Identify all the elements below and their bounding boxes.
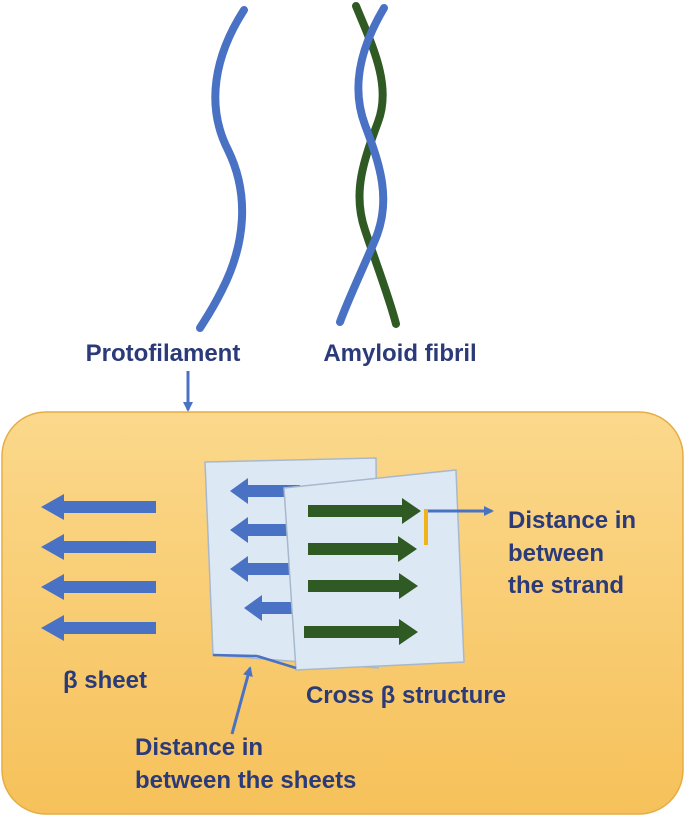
strand-distance-label-line2: between bbox=[508, 540, 604, 567]
sheet-distance-label-line2: between the sheets bbox=[135, 767, 356, 794]
beta-strand-arrow bbox=[41, 615, 156, 641]
amyloid-fibril-blue-strand bbox=[336, 4, 388, 326]
amyloid-fibril-green-strand bbox=[352, 2, 400, 328]
beta-sheet-arrows bbox=[41, 494, 156, 641]
back-sheet-strand-arrow bbox=[230, 517, 300, 543]
front-sheet-strand-arrow bbox=[308, 536, 417, 562]
back-sheet-strand-arrow bbox=[230, 556, 300, 582]
front-sheet-strand-arrow bbox=[308, 498, 421, 524]
sheet-spacing-line-front bbox=[256, 654, 297, 670]
front-sheet bbox=[283, 469, 465, 671]
front-sheet-strand-arrow bbox=[308, 573, 418, 599]
back-sheet-strand-arrow bbox=[244, 595, 300, 621]
protofilament-label: Protofilament bbox=[86, 340, 241, 367]
cross-beta-label: Cross β structure bbox=[306, 682, 506, 709]
strand-distance-label-line1: Distance in bbox=[508, 507, 636, 534]
back-sheet-strand-arrow bbox=[230, 478, 300, 504]
front-sheet-strand-arrow bbox=[304, 619, 418, 645]
sheet-spacing-line-back bbox=[212, 653, 258, 658]
protofilament-strand bbox=[196, 6, 248, 332]
beta-strand-arrow bbox=[41, 574, 156, 600]
front-sheet-arrows bbox=[304, 498, 421, 645]
beta-sheet-label: β sheet bbox=[63, 667, 147, 694]
amyloid-fibril-label: Amyloid fibril bbox=[323, 340, 476, 367]
back-sheet-arrows bbox=[230, 478, 300, 621]
sheet-distance-pointer-arrow bbox=[230, 666, 253, 735]
beta-strand-arrow bbox=[41, 494, 156, 520]
sheet-distance-label-line1: Distance in bbox=[135, 734, 263, 761]
beta-strand-arrow bbox=[41, 534, 156, 560]
strand-distance-label-line3: the strand bbox=[508, 572, 624, 599]
